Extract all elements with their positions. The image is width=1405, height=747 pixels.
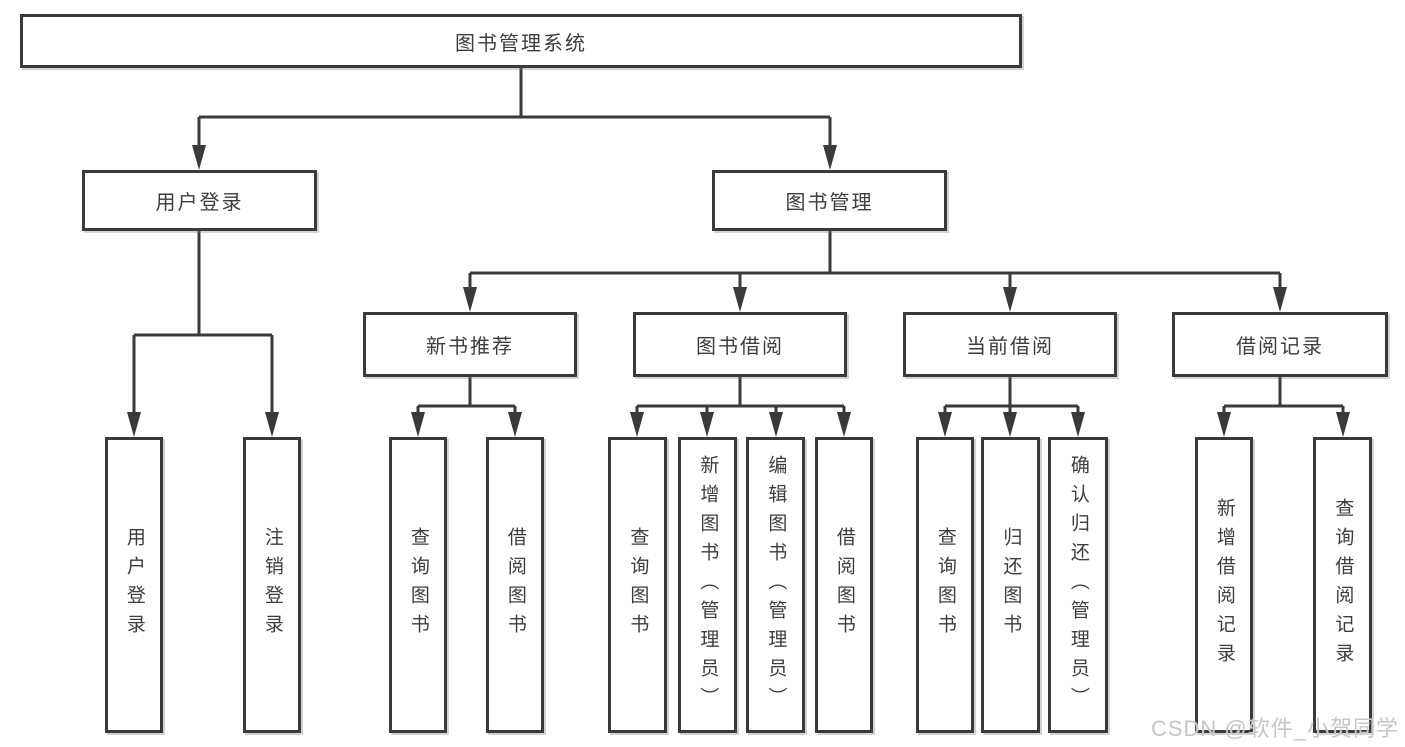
node-records-query: 查询借阅记录 (1313, 437, 1372, 733)
node-current-return: 归还图书 (981, 437, 1040, 733)
connector-strokes (132, 68, 1345, 416)
node-borrow-add-label: 新增图书（管理员） (697, 454, 719, 716)
node-current-borrow-label: 当前借阅 (966, 336, 1054, 358)
node-book-borrow-label: 图书借阅 (696, 336, 784, 358)
node-borrow-borrow: 借阅图书 (815, 437, 873, 733)
node-root: 图书管理系统 (20, 14, 1022, 68)
node-new-books: 新书推荐 (363, 312, 577, 377)
node-current-confirm-label: 确认归还（管理员） (1067, 454, 1089, 716)
node-book-mgmt: 图书管理 (712, 170, 947, 231)
node-borrow-add: 新增图书（管理员） (678, 437, 737, 733)
node-user-login: 用户登录 (82, 170, 317, 231)
node-records-query-label: 查询借阅记录 (1332, 498, 1354, 672)
node-newbooks-borrow-label: 借阅图书 (504, 527, 526, 643)
node-newbooks-query-label: 查询图书 (407, 527, 429, 643)
node-borrow-records-label: 借阅记录 (1236, 336, 1324, 358)
node-logout-leaf: 注销登录 (243, 437, 301, 733)
node-current-borrow: 当前借阅 (903, 312, 1117, 377)
node-user-login-label: 用户登录 (155, 192, 244, 214)
node-borrow-borrow-label: 借阅图书 (833, 527, 855, 643)
node-current-query-label: 查询图书 (934, 527, 956, 643)
node-user-login-leaf: 用户登录 (105, 437, 163, 733)
node-book-mgmt-label: 图书管理 (785, 192, 874, 214)
node-book-borrow: 图书借阅 (633, 312, 847, 377)
node-user-login-leaf-label: 用户登录 (123, 527, 145, 643)
node-current-confirm: 确认归还（管理员） (1048, 437, 1108, 733)
node-borrow-edit-label: 编辑图书（管理员） (765, 454, 787, 716)
node-borrow-records: 借阅记录 (1172, 312, 1388, 377)
csdn-watermark: CSDN @软件_小贺同学 (1150, 716, 1399, 741)
node-newbooks-query: 查询图书 (389, 437, 447, 733)
node-root-label: 图书管理系统 (455, 32, 587, 55)
node-current-return-label: 归还图书 (1000, 527, 1022, 643)
connector-arrowheads (127, 145, 1350, 437)
node-borrow-query: 查询图书 (608, 437, 667, 733)
node-logout-leaf-label: 注销登录 (261, 527, 283, 643)
node-borrow-edit: 编辑图书（管理员） (746, 437, 805, 733)
node-current-query: 查询图书 (916, 437, 974, 733)
node-records-add: 新增借阅记录 (1195, 437, 1253, 733)
node-newbooks-borrow: 借阅图书 (486, 437, 544, 733)
node-new-books-label: 新书推荐 (426, 336, 514, 358)
node-records-add-label: 新增借阅记录 (1213, 498, 1235, 672)
node-borrow-query-label: 查询图书 (627, 527, 649, 643)
